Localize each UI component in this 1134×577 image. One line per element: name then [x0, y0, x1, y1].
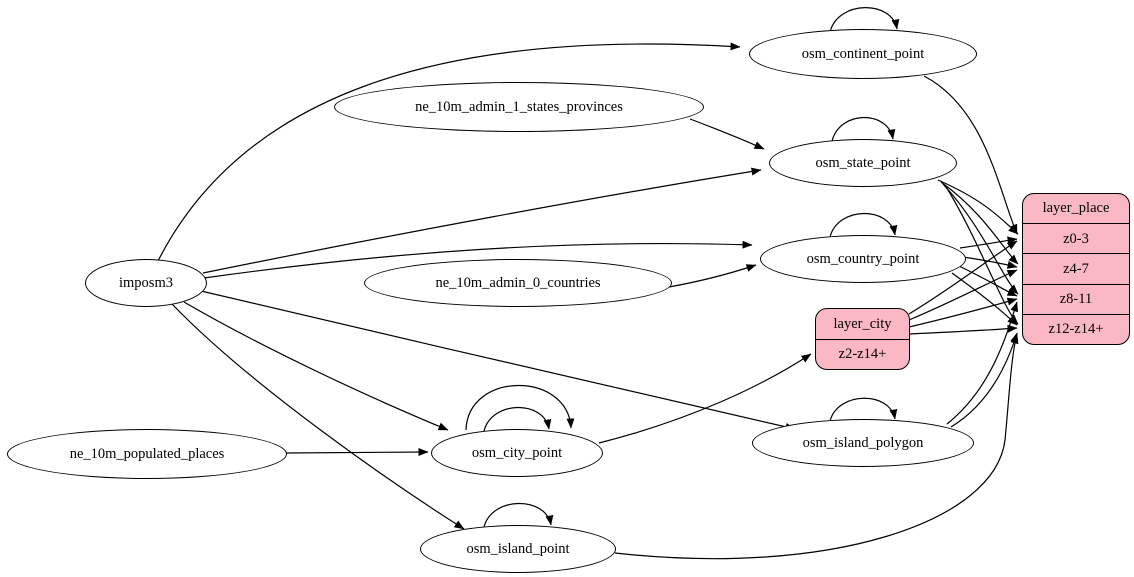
edge-osm-city-point-to-layer-city-z2-z14	[598, 353, 812, 444]
edge-osm-island-polygon-to-layer-place-z8-11	[946, 301, 1018, 425]
node-osm-island-point: osm_island_point	[420, 525, 616, 573]
edge-ne-10m-admin-0-countries-to-osm-country-point	[668, 264, 757, 288]
layer-place-row-z4-7: z4-7	[1023, 253, 1129, 283]
edge-layer-city-to-layer-place-z4-7	[908, 269, 1018, 321]
edge-ne-10m-admin-1-states-provinces-to-osm-state-point	[689, 118, 765, 150]
edge-osm-country-point-to-layer-place-z4-7	[962, 256, 1018, 269]
edge-osm-state-point-to-layer-place-z4-7	[940, 181, 1019, 265]
node-osm-state-point: osm_state_point	[769, 139, 957, 187]
edge-self-osm-country-point	[829, 213, 898, 238]
node-osm-continent-point: osm_continent_point	[749, 29, 977, 79]
edge-imposm3-to-osm-island-point	[171, 303, 465, 530]
layer-city-title: layer_city	[833, 315, 892, 332]
node-ne-10m-admin-0-countries: ne_10m_admin_0_countries	[364, 259, 672, 307]
node-osm-country-point: osm_country_point	[760, 235, 966, 283]
edge-self-osm-city-point-outer	[465, 385, 575, 431]
edge-osm-country-point-to-layer-place-z0-3	[959, 236, 1018, 249]
node-imposm3: imposm3	[85, 259, 207, 307]
edge-self-osm-island-point	[483, 503, 554, 528]
layer-city-row-z2-z14: z2-z14+	[816, 338, 909, 370]
node-osm-city-point: osm_city_point	[431, 429, 603, 477]
node-ne-10m-populated-places: ne_10m_populated_places	[7, 429, 287, 479]
edge-layer-city-to-layer-place-z8-11	[908, 297, 1018, 328]
node-osm-island-polygon: osm_island_polygon	[752, 419, 974, 467]
edge-imposm3-to-osm-island-polygon	[200, 290, 796, 431]
edge-self-osm-continent-point	[829, 7, 900, 33]
node-layer-city: layer_city z2-z14+	[815, 308, 910, 370]
edge-layer-city-to-layer-place-z12-z14	[908, 324, 1018, 335]
edge-self-osm-island-polygon	[829, 397, 898, 422]
edge-osm-continent-point-to-layer-place-z0-3	[923, 75, 1018, 235]
node-layer-place: layer_place z0-3 z4-7 z8-11 z12-z14+	[1022, 193, 1130, 345]
edge-osm-state-point-to-layer-place-z0-3	[937, 179, 1019, 235]
layer-place-row-z0-3: z0-3	[1023, 223, 1129, 253]
edge-imposm3-to-osm-continent-point	[157, 42, 741, 262]
edge-imposm3-to-osm-state-point	[202, 167, 762, 274]
layer-place-title: layer_place	[1042, 200, 1110, 217]
edge-osm-state-point-to-layer-place-z8-11	[942, 183, 1019, 295]
edge-layer-city-to-layer-place-z0-3	[908, 240, 1018, 315]
edge-osm-island-point-to-layer-place-z12-z14	[614, 333, 1019, 560]
edge-imposm3-to-osm-country-point	[203, 240, 753, 279]
node-ne-10m-admin-1-states-provinces: ne_10m_admin_1_states_provinces	[334, 82, 704, 132]
edge-self-osm-city-point-inner	[483, 407, 552, 432]
layer-place-row-z8-11: z8-11	[1023, 283, 1129, 314]
edge-ne-10m-populated-places-to-osm-city-point	[284, 448, 429, 457]
edge-imposm3-to-osm-city-point	[183, 301, 449, 431]
layer-place-row-z12-z14: z12-z14+	[1023, 313, 1129, 344]
edge-osm-country-point-to-layer-place-z12-z14	[951, 272, 1018, 326]
edge-self-osm-state-point	[831, 117, 896, 142]
edge-osm-country-point-to-layer-place-z8-11	[958, 265, 1018, 297]
